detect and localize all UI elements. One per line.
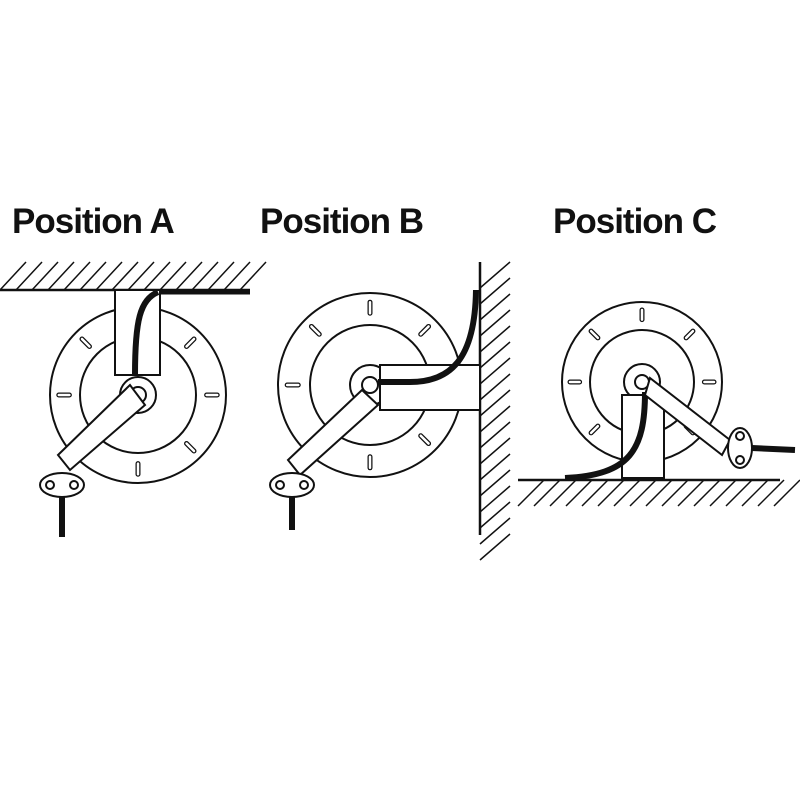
hatch-line <box>479 405 511 433</box>
hose <box>564 391 648 481</box>
swing-arm <box>286 388 380 477</box>
floor-hatch <box>517 479 800 507</box>
hatch-line <box>79 261 107 291</box>
hatch-line <box>0 261 27 291</box>
position-a-label: Position A <box>12 202 175 241</box>
hatch-line <box>479 533 511 561</box>
hatch-line <box>479 453 511 481</box>
hatch-line <box>517 479 545 507</box>
hatch-line <box>709 479 737 507</box>
ceiling-hatch <box>0 261 267 291</box>
hatch-line <box>479 277 511 305</box>
hatch-line <box>479 421 511 449</box>
hatch-line <box>239 261 267 291</box>
position-b-label: Position B <box>260 202 424 241</box>
hatch-line <box>757 479 785 507</box>
hatch-line <box>549 479 577 507</box>
hatch-line <box>111 261 139 291</box>
hatch-line <box>479 501 511 529</box>
hatch-line <box>479 341 511 369</box>
hatch-line <box>581 479 609 507</box>
hatch-line <box>143 261 171 291</box>
reel-slot <box>419 434 430 445</box>
hose-outlet <box>751 445 796 453</box>
hatch-line <box>479 309 511 337</box>
hatch-line <box>479 357 511 385</box>
hatch-line <box>479 325 511 353</box>
hatch-line <box>479 469 511 497</box>
hatch-line <box>479 437 511 465</box>
hatch-line <box>677 479 705 507</box>
hatch-line <box>661 479 689 507</box>
hatch-line <box>63 261 91 291</box>
hatch-line <box>175 261 203 291</box>
hatch-line <box>31 261 59 291</box>
hose <box>378 289 479 385</box>
hose-guide-roller <box>727 427 753 469</box>
hatch-line <box>479 293 511 321</box>
reel-position-c <box>517 301 800 507</box>
swing-arm <box>643 376 732 457</box>
reel-slot <box>185 442 196 453</box>
hatch-line <box>15 261 43 291</box>
hatch-line <box>159 261 187 291</box>
hatch-line <box>613 479 641 507</box>
hatch-line <box>479 517 511 545</box>
hatch-line <box>479 485 511 513</box>
reel-slot <box>589 329 600 340</box>
hatch-line <box>191 261 219 291</box>
hatch-line <box>479 373 511 401</box>
hatch-line <box>773 479 800 507</box>
reel-slot <box>80 337 91 348</box>
wall-hatch <box>479 261 511 561</box>
hatch-line <box>741 479 769 507</box>
hatch-line <box>479 389 511 417</box>
mount-bracket <box>379 364 481 411</box>
hatch-line <box>597 479 625 507</box>
reel-position-b <box>269 261 511 561</box>
hatch-line <box>629 479 657 507</box>
reel-slot <box>684 329 695 340</box>
hatch-line <box>533 479 561 507</box>
hatch-line <box>47 261 75 291</box>
hatch-line <box>479 261 511 289</box>
hatch-line <box>207 261 235 291</box>
swing-arm <box>56 383 147 472</box>
hatch-line <box>645 479 673 507</box>
position-c-label: Position C <box>553 202 717 241</box>
hatch-line <box>95 261 123 291</box>
reel-slot <box>185 337 196 348</box>
reel-position-a <box>0 261 267 537</box>
hatch-line <box>693 479 721 507</box>
reel-slot <box>310 325 321 336</box>
hatch-line <box>127 261 155 291</box>
hose <box>132 289 160 376</box>
hatch-line <box>223 261 251 291</box>
reel-slot <box>589 424 600 435</box>
reel-slot <box>419 325 430 336</box>
hatch-line <box>725 479 753 507</box>
hatch-line <box>565 479 593 507</box>
